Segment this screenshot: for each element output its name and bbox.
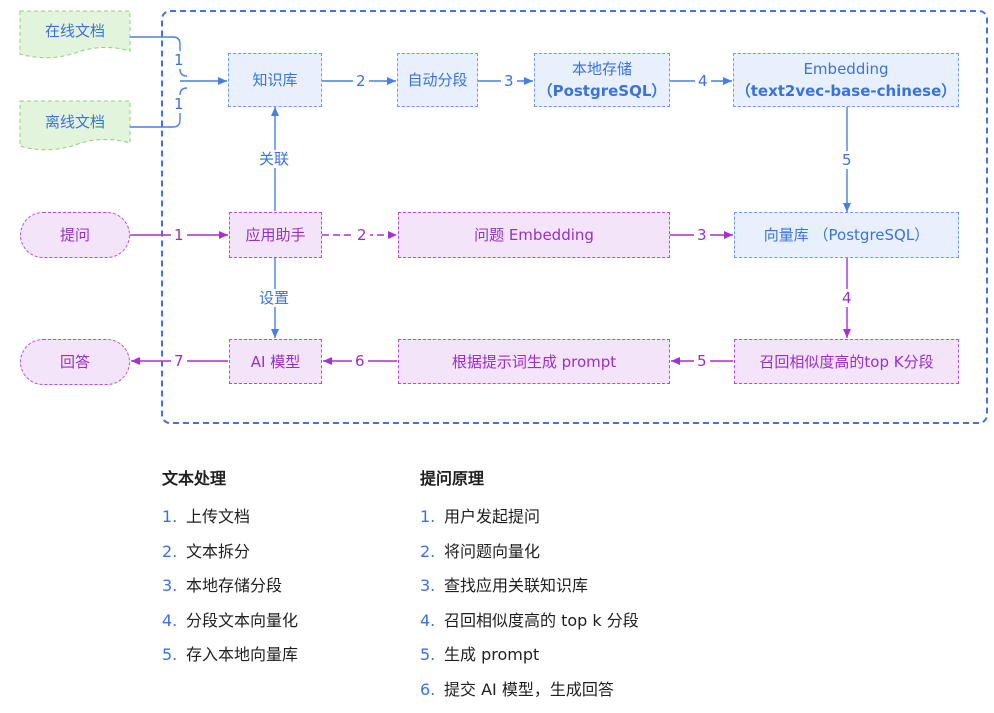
edge-label-model-answer: 7 xyxy=(171,352,187,370)
ai-model-node: AI 模型 xyxy=(229,339,322,384)
text-processing-section: 文本处理 1.上传文档 2.文本拆分 3.本地存储分段 4.分段文本向量化 5.… xyxy=(162,468,298,679)
edge-label-embedding-vector: 5 xyxy=(839,151,855,169)
online-docs-node: 在线文档 xyxy=(20,14,130,48)
vector-db-label: 向量库 （PostgreSQL） xyxy=(764,224,929,246)
knowledge-base-label: 知识库 xyxy=(252,69,297,91)
question-label: 提问 xyxy=(60,224,90,246)
embedding-model-label: （text2vec-base-chinese） xyxy=(736,80,957,102)
ai-model-label: AI 模型 xyxy=(251,351,300,373)
answer-label: 回答 xyxy=(60,351,90,373)
list-item: 4.召回相似度高的 top k 分段 xyxy=(420,610,639,645)
edge-label-settings: 设置 xyxy=(256,289,292,307)
recall-label: 召回相似度高的top K分段 xyxy=(759,351,933,373)
offline-docs-label: 离线文档 xyxy=(45,111,105,133)
prompt-gen-label: 根据提示词生成 prompt xyxy=(452,351,616,373)
edge-label-qembed-vector: 3 xyxy=(694,226,710,244)
prompt-gen-node: 根据提示词生成 prompt xyxy=(398,339,670,384)
list-item: 4.分段文本向量化 xyxy=(162,610,298,645)
edge-label-online: 1 xyxy=(171,51,187,69)
qa-principle-title: 提问原理 xyxy=(420,468,639,490)
edge-label-recall-prompt: 5 xyxy=(694,352,710,370)
list-item: 2.将问题向量化 xyxy=(420,541,639,576)
edge-label-question-assistant: 1 xyxy=(171,226,187,244)
auto-segment-node: 自动分段 xyxy=(397,53,478,107)
list-item: 3.本地存储分段 xyxy=(162,575,298,610)
app-assistant-node: 应用助手 xyxy=(229,212,322,258)
embedding-node: Embedding （text2vec-base-chinese） xyxy=(733,53,959,107)
local-storage-node: 本地存储 （PostgreSQL） xyxy=(534,53,670,107)
app-assistant-label: 应用助手 xyxy=(245,224,305,246)
edge-label-segment-storage: 3 xyxy=(501,72,517,90)
edge-label-relation: 关联 xyxy=(256,150,292,168)
question-node: 提问 xyxy=(20,212,130,258)
list-item: 1.用户发起提问 xyxy=(420,506,639,541)
online-docs-label: 在线文档 xyxy=(45,20,105,42)
list-item: 5.存入本地向量库 xyxy=(162,644,298,679)
edge-label-prompt-model: 6 xyxy=(352,352,368,370)
edge-label-kb-segment: 2 xyxy=(353,72,369,90)
question-embedding-label: 问题 Embedding xyxy=(474,224,594,246)
offline-docs-node: 离线文档 xyxy=(20,104,130,140)
qa-principle-list: 1.用户发起提问 2.将问题向量化 3.查找应用关联知识库 4.召回相似度高的 … xyxy=(420,506,639,713)
list-item: 1.上传文档 xyxy=(162,506,298,541)
qa-principle-section: 提问原理 1.用户发起提问 2.将问题向量化 3.查找应用关联知识库 4.召回相… xyxy=(420,468,639,713)
list-item: 5.生成 prompt xyxy=(420,644,639,679)
list-item: 3.查找应用关联知识库 xyxy=(420,575,639,610)
local-storage-label: 本地存储 xyxy=(572,58,632,80)
recall-node: 召回相似度高的top K分段 xyxy=(734,339,959,384)
list-item: 2.文本拆分 xyxy=(162,541,298,576)
list-item: 6.提交 AI 模型，生成回答 xyxy=(420,679,639,713)
local-storage-db-label: （PostgreSQL） xyxy=(538,80,667,102)
edge-label-vector-recall: 4 xyxy=(839,289,855,307)
knowledge-base-node: 知识库 xyxy=(228,53,322,107)
answer-node: 回答 xyxy=(20,339,130,385)
vector-db-node: 向量库 （PostgreSQL） xyxy=(734,212,959,258)
edge-label-storage-embedding: 4 xyxy=(695,72,711,90)
text-processing-title: 文本处理 xyxy=(162,468,298,490)
text-processing-list: 1.上传文档 2.文本拆分 3.本地存储分段 4.分段文本向量化 5.存入本地向… xyxy=(162,506,298,679)
edge-label-assistant-qembed: 2 xyxy=(354,226,370,244)
edge-label-offline: 1 xyxy=(171,95,187,113)
question-embedding-node: 问题 Embedding xyxy=(398,212,670,258)
auto-segment-label: 自动分段 xyxy=(407,69,467,91)
embedding-label: Embedding xyxy=(803,58,888,80)
